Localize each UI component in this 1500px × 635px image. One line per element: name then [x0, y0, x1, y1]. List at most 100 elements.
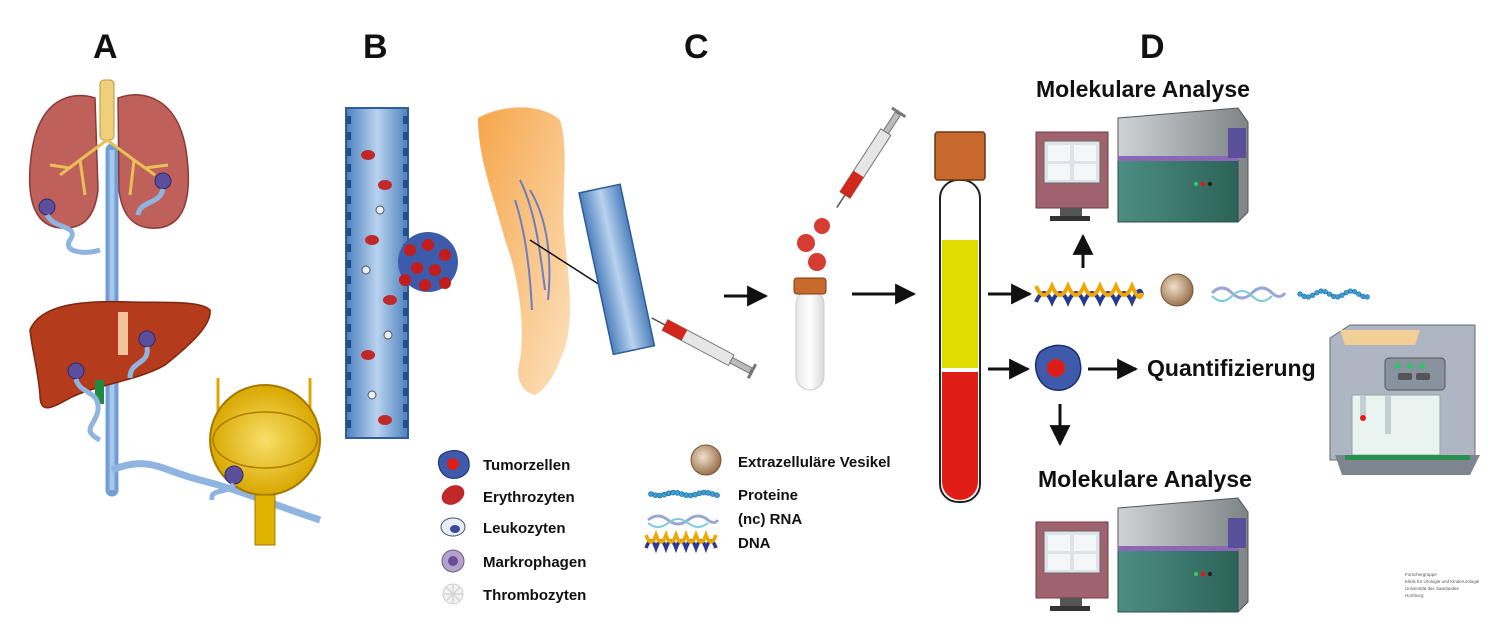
endothelial-cell: [403, 212, 408, 220]
erythrocyte-icon: [378, 415, 392, 425]
panel-a-organs: [28, 79, 322, 546]
endothelial-cell: [346, 356, 351, 364]
endothelial-cell: [403, 372, 408, 380]
endothelial-cell: [403, 180, 408, 188]
panel-c-sampling: [724, 106, 917, 391]
legend-label: DNA: [738, 535, 771, 552]
endothelial-cell: [346, 228, 351, 236]
centrifuged-blood-tube-icon: [934, 131, 986, 503]
endothelial-cell: [403, 164, 408, 172]
protein-bead: [1301, 293, 1307, 299]
protein-icon: [648, 489, 720, 499]
protein-bead: [1322, 289, 1328, 295]
legend-label: Thrombozyten: [483, 587, 586, 604]
endothelial-cell: [403, 388, 408, 396]
protein-bead: [1360, 293, 1366, 300]
legend-label: Tumorzellen: [483, 457, 570, 474]
endothelial-cell: [403, 420, 408, 428]
sample-tube-icon: [793, 277, 827, 391]
protein-bead: [1364, 294, 1370, 300]
endothelial-cell: [403, 404, 408, 412]
legend-item: Extrazelluläre Vesikel: [690, 444, 891, 476]
legend-label: Leukozyten: [483, 520, 566, 537]
tube-cap: [934, 131, 986, 181]
metastasis-icon: [224, 465, 244, 485]
leukocyte-icon: [383, 330, 393, 340]
endothelial-cell: [346, 148, 351, 156]
legend-label: Proteine: [738, 487, 798, 504]
panel-label-b: B: [363, 28, 388, 66]
erythrocyte-icon: [383, 295, 397, 305]
endothelial-cell: [346, 308, 351, 316]
endothelial-cell: [346, 212, 351, 220]
legend-label: (nc) RNA: [738, 511, 802, 528]
panel-label-a: A: [93, 28, 118, 66]
endothelial-cell: [346, 196, 351, 204]
endothelial-cell: [346, 276, 351, 284]
endothelial-cell: [403, 292, 408, 300]
fine-print-line: Universität des Saarlandes: [1405, 586, 1460, 591]
protein-bead: [1326, 291, 1332, 297]
metastasis-icon: [67, 362, 85, 380]
panel-d-analysis: Molekulare Analyse Quantifizierung Molek…: [988, 76, 1480, 613]
fine-print-line: Klinik für Urologie und Kinderurologie: [1405, 579, 1480, 584]
endothelial-cell: [403, 196, 408, 204]
thrombocyte-icon: [442, 583, 464, 605]
protein-bead: [1339, 292, 1345, 298]
legend-cells: Tumorzellen Erythrozyten Leukozyten Mark…: [437, 450, 586, 605]
protein-bead: [1297, 291, 1303, 297]
erythrocyte-icon: [361, 150, 375, 160]
endothelial-cell: [346, 388, 351, 396]
endothelial-cell: [346, 324, 351, 332]
protein-bead: [1318, 288, 1324, 294]
protein-bead: [714, 492, 720, 499]
rna-icon: [647, 514, 720, 528]
endothelial-cell: [403, 324, 408, 332]
endothelial-cell: [346, 180, 351, 188]
cell-analyzer-icon: [1329, 324, 1480, 475]
erythrocyte-icon: [441, 485, 465, 505]
endothelial-cell: [346, 420, 351, 428]
erythrocyte-icon: [365, 235, 379, 245]
vessel-zoom-icon: [578, 183, 656, 356]
protein-bead: [1309, 292, 1316, 298]
heading-molecular-analysis-top: Molekulare Analyse: [1036, 76, 1250, 102]
endothelial-cell: [346, 404, 351, 412]
panel-label-c: C: [684, 28, 709, 66]
endothelial-cell: [403, 340, 408, 348]
legend-analytes: Extrazelluläre Vesikel Proteine (nc) RNA…: [644, 444, 891, 554]
endothelial-cell: [403, 308, 408, 316]
buffy-coat-layer: [942, 368, 978, 372]
syringe-icon: [651, 317, 758, 380]
tumor-cell-icon: [1034, 344, 1082, 391]
macrophage-icon: [441, 549, 465, 573]
fine-print-line: Homburg: [1405, 593, 1424, 598]
endothelial-cell: [403, 116, 408, 124]
tumor-cluster-icon: [398, 232, 458, 292]
protein-bead: [1347, 288, 1353, 294]
leukocyte-icon: [375, 205, 385, 215]
metastasis-icon: [138, 330, 156, 348]
rna-icon: [1210, 286, 1287, 300]
protein-bead: [1351, 289, 1358, 295]
tumor-cell-icon: [437, 450, 470, 479]
liver-icon: [29, 300, 211, 443]
cell-fraction-layer: [942, 372, 978, 500]
leukocyte-icon: [440, 517, 466, 537]
legend-item: Tumorzellen: [437, 450, 570, 479]
protein-icon: [1297, 288, 1370, 300]
branch-vessel: [110, 460, 322, 524]
extracellular-vesicle-icon: [1160, 273, 1194, 307]
legend-label: Extrazelluläre Vesikel: [738, 454, 891, 471]
metastasis-icon: [154, 172, 172, 190]
legend-item: Thrombozyten: [442, 583, 586, 605]
panel-b-blood-vessel: [345, 107, 758, 439]
protein-bead: [1330, 293, 1337, 299]
legend-label: Markrophagen: [483, 554, 586, 571]
legend-item: Proteine: [648, 487, 798, 504]
endothelial-cell: [346, 132, 351, 140]
endothelial-cell: [346, 116, 351, 124]
metastasis-icon: [38, 198, 56, 216]
dna-icon: [1034, 281, 1144, 307]
